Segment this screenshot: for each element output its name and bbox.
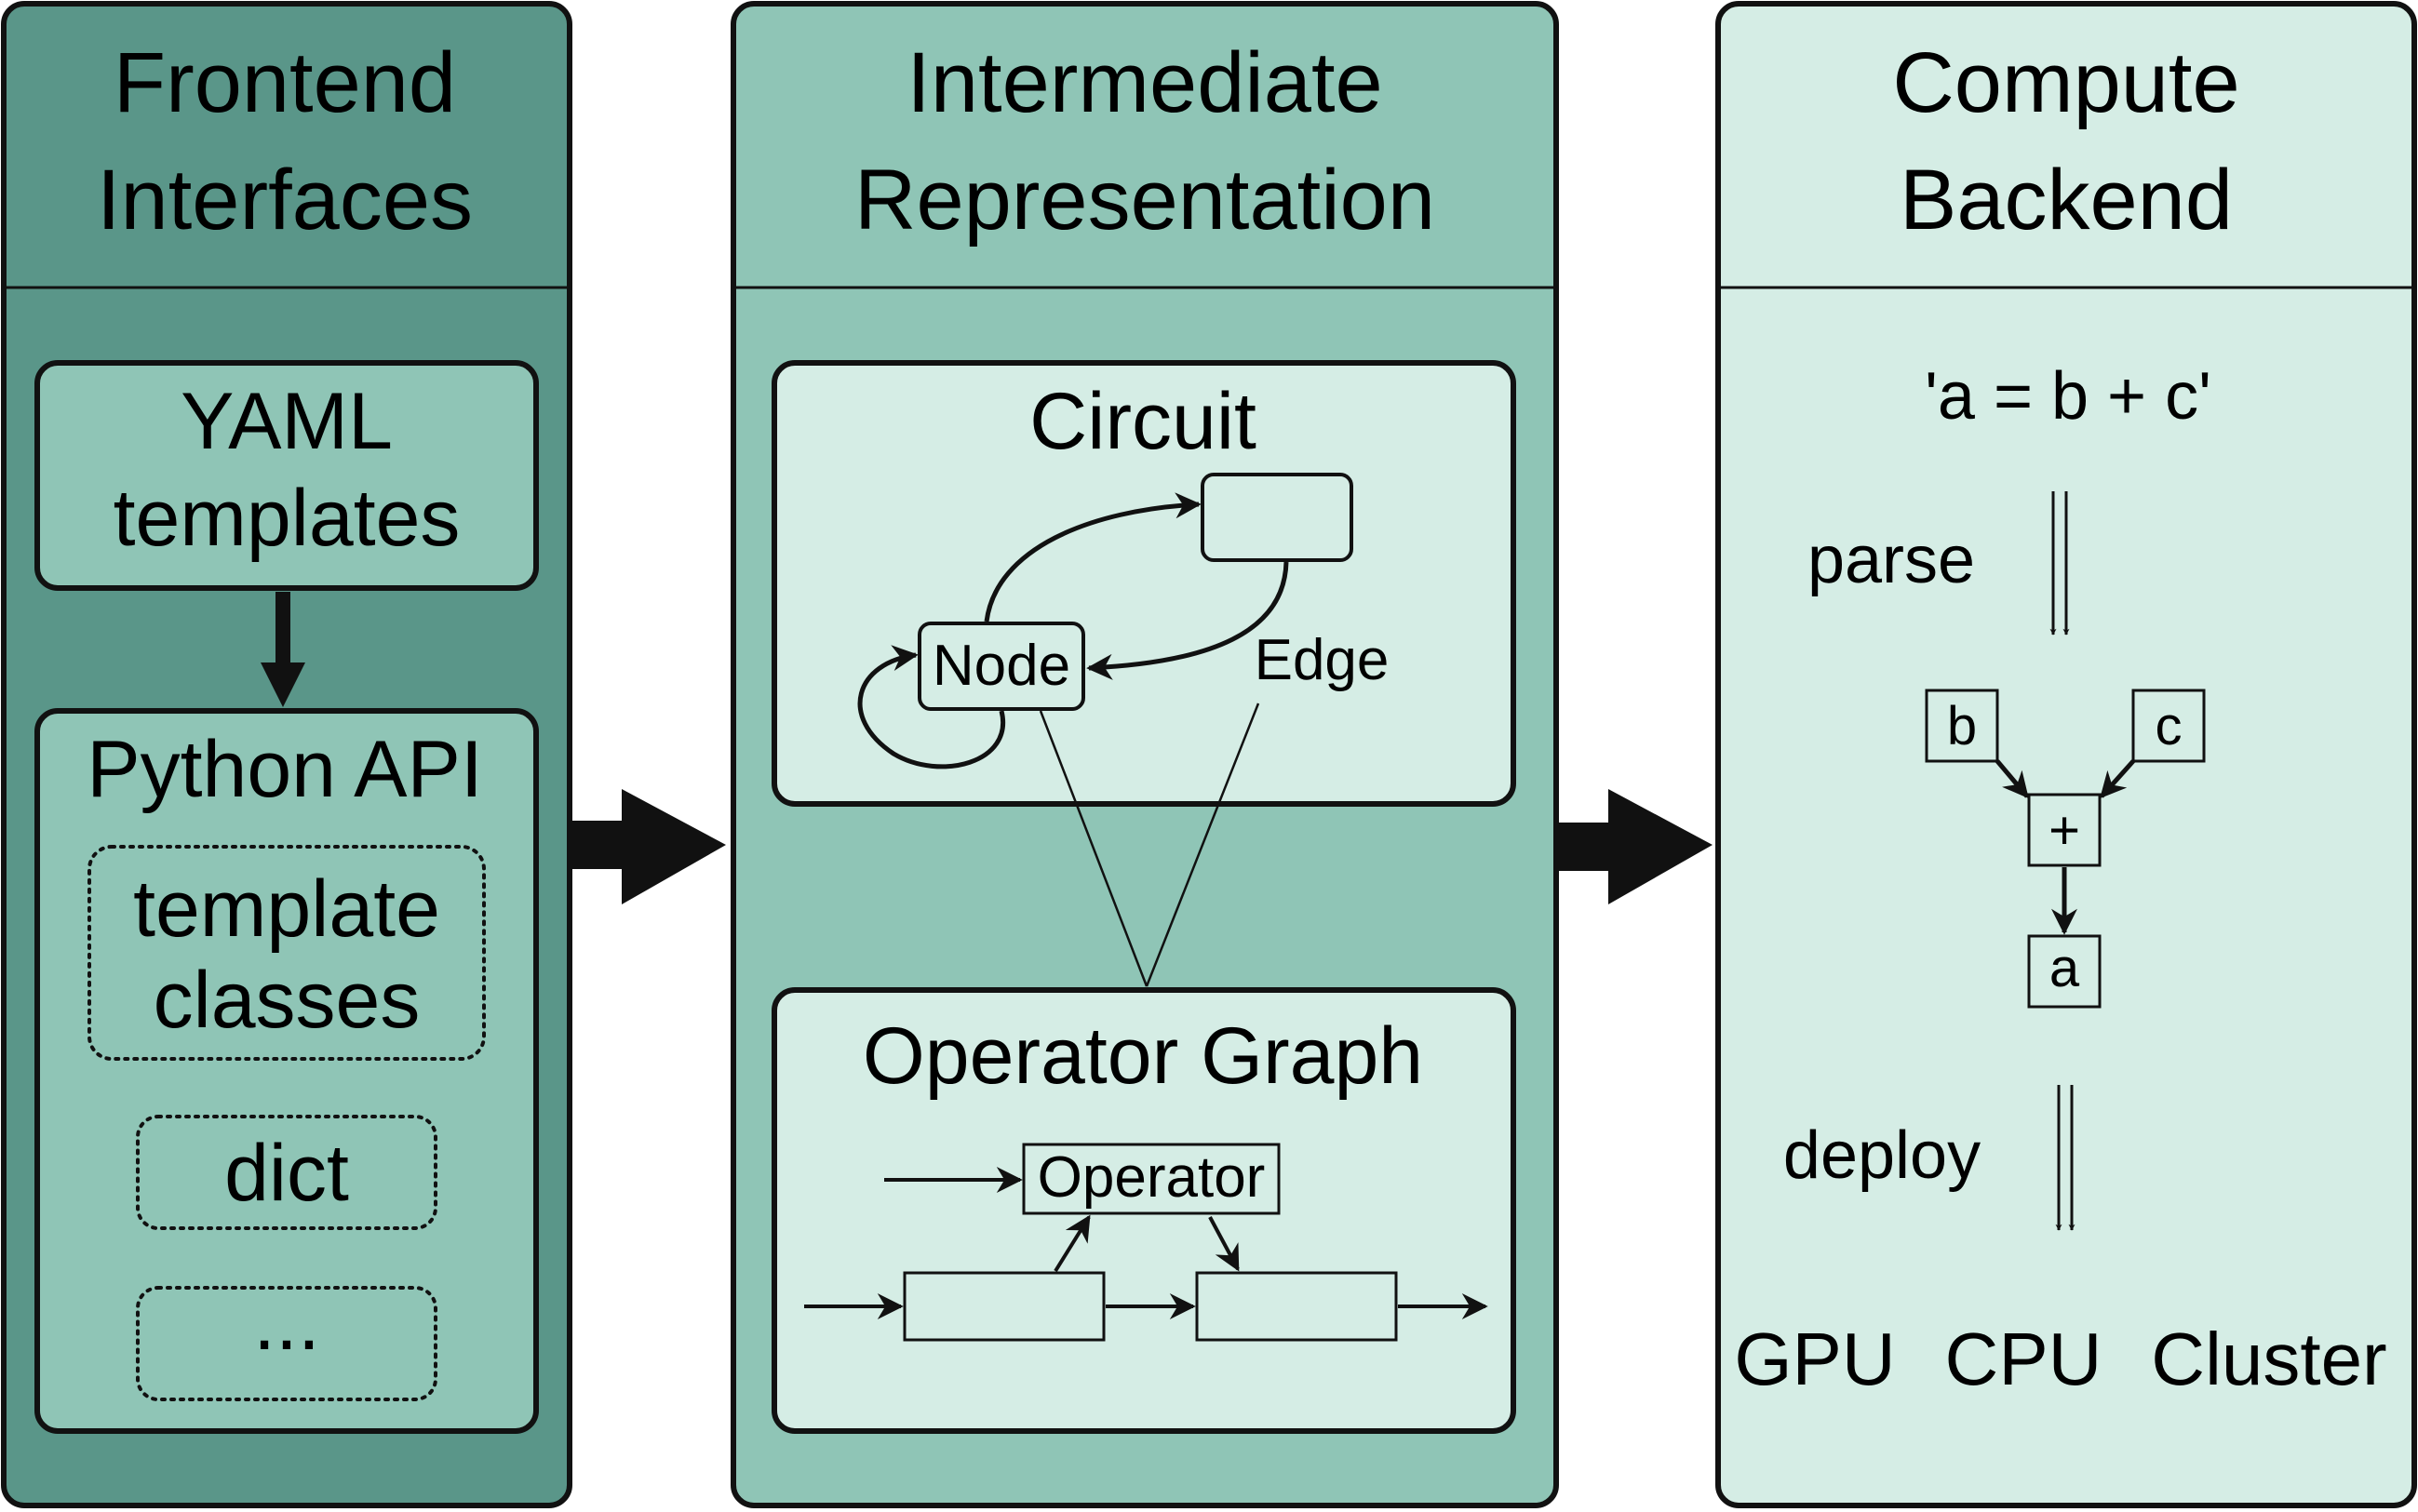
yaml-label: YAML [181,377,393,466]
ir-title-line2: Representation [854,153,1435,248]
plus-label: + [2049,800,2080,861]
operator-graph-node-right [1195,1271,1398,1342]
frontend-title-line2: Interfaces [97,153,473,248]
operator-graph-box [772,987,1516,1434]
circuit-label: Circuit [1029,377,1256,466]
cluster-label: Cluster [2151,1318,2386,1400]
ir-to-backend-arrow [1556,789,1713,904]
yaml-templates-box [34,360,539,591]
operator-box [1022,1143,1281,1215]
python-api-label: Python API [87,725,483,814]
python-api-box [34,708,539,1434]
zoom-line-right [1145,702,1260,987]
zoom-line-left [1039,710,1149,987]
c-box [2131,689,2206,763]
c-label: c [2156,696,2183,756]
operator-graph-node-left [903,1271,1106,1342]
node-label: Node [933,634,1070,698]
backend-title-line2: Backend [1900,153,2233,248]
node-to-operator-arrow [1054,1214,1091,1273]
frontend-to-ir-arrow [570,789,726,904]
operator-to-node-arrow [1208,1216,1240,1272]
template-classes-label-line2: classes [154,956,421,1045]
dict-label: dict [224,1129,349,1218]
backend-title-line1: Compute [1892,35,2239,130]
frontend-title-line1: Frontend [114,35,456,130]
target-to-node-edge [1086,561,1289,680]
frontend-panel: Frontend Interfaces YAML templates Pytho… [1,1,572,1508]
operator-graph-label: Operator Graph [863,1011,1423,1101]
a-label: a [2049,938,2080,998]
template-classes-box [87,845,486,1061]
templates-label: templates [114,474,461,563]
ir-title-line1: Intermediate [907,35,1382,130]
b-label: b [1947,696,1977,756]
a-box [2027,934,2102,1009]
b-box [1925,689,1999,763]
ellipsis-box [136,1286,437,1401]
backend-panel-bg [1715,1,2417,1508]
cpu-label: CPU [1945,1318,2102,1400]
yaml-to-python-arrow [261,592,305,707]
parse-label: parse [1807,523,1975,597]
plus-box [2027,793,2102,867]
ellipsis-label: ... [253,1278,320,1367]
circuit-target-node [1201,473,1353,562]
operator-label: Operator [1038,1145,1266,1210]
expression-label: 'a = b + c' [1925,359,2211,434]
self-loop-edge [857,645,1006,769]
backend-panel: Compute Backend 'a = b + c' parse b c + … [1715,1,2417,1508]
parse-arrow [2049,491,2070,636]
node-box [918,622,1085,711]
c-to-plus-arrow [2100,759,2135,799]
ir-panel: Intermediate Representation Circuit Node… [731,1,1559,1508]
deploy-label: deploy [1783,1118,1981,1193]
template-classes-label-line1: template [133,864,440,954]
dict-box [136,1115,437,1230]
node-to-target-edge [984,492,1202,622]
gpu-label: GPU [1734,1318,1895,1400]
edge-label: Edge [1255,628,1390,692]
deploy-arrow [2055,1085,2075,1231]
b-to-plus-arrow [1995,759,2029,799]
